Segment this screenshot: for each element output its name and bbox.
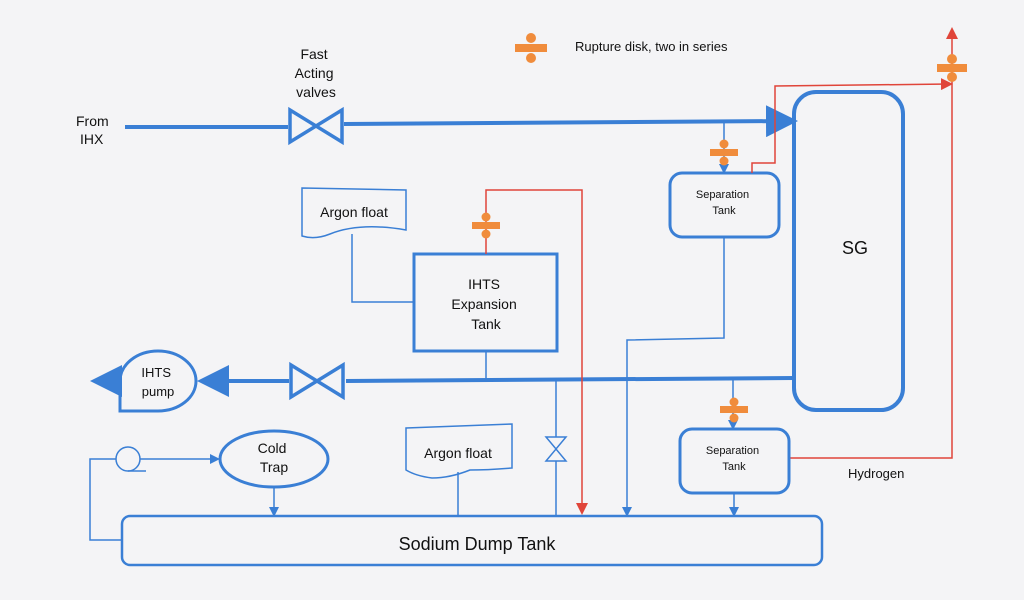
fast-acting-valves-label: Fast Acting valves — [295, 46, 338, 100]
ihts-expansion-tank-label: IHTS Expansion Tank — [451, 276, 520, 332]
rupture-disk-icon — [710, 139, 738, 166]
sg-label: SG — [842, 238, 868, 258]
argon-float-bottom — [405, 423, 513, 479]
ihts-pump-icon — [118, 349, 198, 413]
sodium-dump-tank-label: Sodium Dump Tank — [399, 534, 557, 554]
rupture-disk-icon — [937, 54, 967, 82]
hot-leg-pipe — [125, 105, 798, 138]
separation-tank-top-label: Separation Tank — [696, 189, 752, 217]
hydrogen-vent-line-top — [751, 78, 953, 173]
drain-valve-icon — [544, 436, 568, 462]
legend-rupture-disk-label: Rupture disk, two in series — [575, 39, 728, 54]
cold-leg-pipe — [345, 376, 795, 383]
argon-float-top-label: Argon float — [320, 204, 388, 220]
separation-tank-top-drain — [622, 237, 725, 517]
legend-rupture-disk-icon — [515, 33, 547, 63]
separation-tank-bottom-label: Separation Tank — [706, 445, 762, 473]
hydrogen-vent-line-right — [790, 27, 958, 459]
argon-float-bottom-label: Argon float — [424, 445, 492, 461]
rupture-disk-icon — [720, 397, 748, 423]
hydrogen-label: Hydrogen — [848, 466, 904, 481]
argon-float-top — [301, 187, 407, 239]
sodium-dump-tank — [120, 514, 824, 567]
fast-acting-valve-icon — [288, 106, 344, 146]
steam-generator — [792, 90, 905, 412]
rupture-disk-icon — [472, 212, 500, 239]
cold-trap-label: Cold Trap — [258, 440, 291, 475]
ihts-pump-label: IHTS pump — [141, 365, 174, 399]
cold-leg-valve-icon — [289, 361, 345, 401]
from-ihx-label: From IHX — [76, 113, 113, 147]
cold-trap-suction — [89, 458, 122, 541]
argon-float-top-line — [351, 234, 414, 303]
